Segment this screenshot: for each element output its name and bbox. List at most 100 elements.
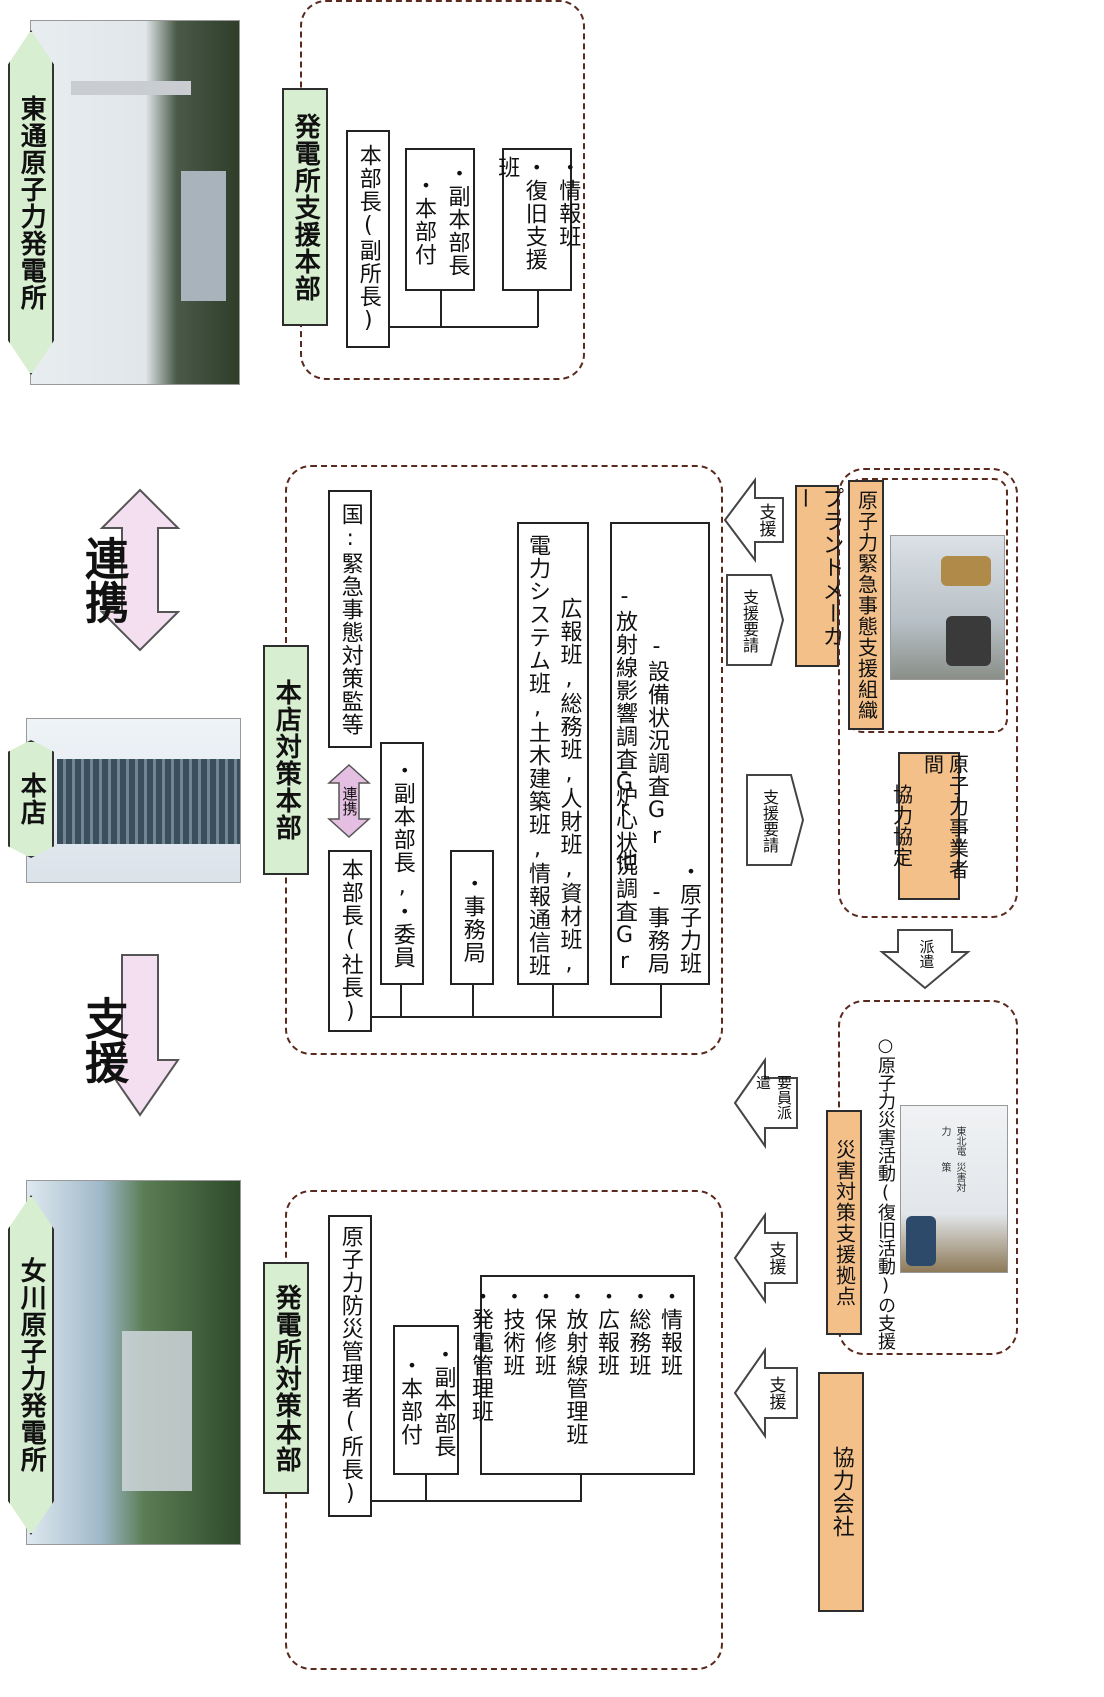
honten-office-text: ・事務局 xyxy=(458,872,486,964)
plant-teams-box: ・情報班 ・総務班 ・広報班 ・放射線管理班 ・保修班 ・技術班 ・発電管理班 xyxy=(480,1275,695,1475)
shien-1-label: 支援 xyxy=(750,492,782,548)
support-hq-team-1: ・情報班 xyxy=(554,156,582,248)
honten-line-v3 xyxy=(552,985,554,1017)
higashidori-label: 東通原子力発電所 xyxy=(8,30,54,375)
support-hq-deputy-2: ・本部付 xyxy=(410,174,438,266)
robot-2 xyxy=(946,616,991,666)
robot-1 xyxy=(941,556,991,586)
plant-head-box: 原子力防災管理者(所長) xyxy=(328,1215,372,1517)
tower xyxy=(71,81,191,95)
base-note: ○原子力災害活動(復旧活動)の支援 xyxy=(868,1005,902,1350)
shien-req-2-label: 支援要請 xyxy=(747,785,791,857)
shien-1-text: 支援 xyxy=(754,503,779,537)
support-hq-title-text: 発電所支援本部 xyxy=(289,113,322,302)
support-line-v2 xyxy=(537,291,539,327)
shien-big-label: 支援 xyxy=(72,980,132,1100)
honten-line-v2 xyxy=(472,985,474,1017)
honten-teams-line-2: 電力システム班,土木建築班,情報通信班 xyxy=(524,534,552,977)
shien-req-1-label: 支援要請 xyxy=(727,585,771,657)
honten-teams-box: 電力システム班,土木建築班,情報通信班 広報班,総務班,人財班,資材班, xyxy=(517,522,589,985)
plant-line-v2 xyxy=(580,1475,582,1501)
plant-team-2: ・総務班 xyxy=(624,1285,652,1377)
emergency-org-text: 原子力緊急事態支援組織 xyxy=(854,490,879,721)
plant-hq-title-text: 発電所対策本部 xyxy=(270,1284,303,1473)
honten-tower xyxy=(57,759,241,844)
onagawa-label-text: 女川原子力発電所 xyxy=(15,1257,48,1473)
onagawa-photo xyxy=(26,1180,241,1545)
nuclear-office: -事務局 xyxy=(643,880,671,975)
higashidori-label-text: 東通原子力発電所 xyxy=(15,95,48,311)
agreement-line-1: 原子力事業者間 xyxy=(920,754,970,898)
nuclear-equipment-gr: -設備状況調査Gr xyxy=(643,634,671,850)
agreement-box: 協力協定 原子力事業者間 xyxy=(898,752,960,900)
renkei-big-text: 連携 xyxy=(70,536,134,624)
honten-line-v4 xyxy=(660,985,662,1017)
honten-photo xyxy=(26,718,241,883)
tent-text-2: 災害対策 xyxy=(937,1162,967,1196)
onagawa-label: 女川原子力発電所 xyxy=(8,1195,54,1535)
people xyxy=(906,1216,936,1266)
shien-req-1-text: 支援要請 xyxy=(737,589,761,653)
honten-nuclear-box: ・原子力班 -事務局 -設備状況調査Gr -炉心状況調査Gr -放射線影響調査G… xyxy=(610,522,710,985)
yoin-haken-label: 要員派遣 xyxy=(752,1072,796,1136)
base-label: 災害対策支援拠点 xyxy=(826,1110,862,1335)
support-line-v1 xyxy=(440,291,442,327)
honten-head-text: 本部長(社長) xyxy=(336,858,364,1025)
plant-head-text: 原子力防災管理者(所長) xyxy=(336,1225,364,1507)
honten-deputy-text: ・副本部長,・委員 xyxy=(388,759,416,969)
plant-team-6: ・技術班 xyxy=(498,1285,526,1377)
tent-text-1: 東北電力 xyxy=(937,1126,967,1160)
plant-maker-text: プラントメーカー xyxy=(790,487,845,665)
honten-line-v1 xyxy=(400,985,402,1017)
plant-team-5: ・保修班 xyxy=(530,1285,558,1377)
robot-photo xyxy=(890,535,1005,680)
shien-3-text: 支援 xyxy=(764,1376,789,1410)
shien-req-2-text: 支援要請 xyxy=(757,789,781,853)
tent-photo: 東北電力 災害対策 xyxy=(900,1105,1008,1273)
onagawa-buildings xyxy=(122,1331,192,1491)
agreement-line-2: 協力協定 xyxy=(889,784,914,868)
plant-line-v1 xyxy=(425,1475,427,1501)
support-hq-head-text: 本部長(副所長) xyxy=(354,144,382,334)
honten-label-text: 本店 xyxy=(15,772,48,826)
honten-line-h xyxy=(372,1016,662,1018)
plant-team-3: ・広報班 xyxy=(593,1285,621,1377)
honten-gov-box: 国:緊急事態対策監等 xyxy=(328,490,372,748)
support-hq-deputy-1: ・副本部長 xyxy=(443,162,471,277)
haken-label: 派遣 xyxy=(915,932,939,976)
partner-text: 協力会社 xyxy=(827,1446,855,1538)
honten-deputy-box: ・副本部長,・委員 xyxy=(380,742,424,985)
shien-2-text: 支援 xyxy=(764,1241,789,1275)
plant-deputy-1: ・副本部長 xyxy=(429,1343,457,1458)
base-note-text: ○原子力災害活動(復旧活動)の支援 xyxy=(872,1035,898,1350)
honten-head-box: 本部長(社長) xyxy=(328,850,372,1032)
renkei-small-label: 連携 xyxy=(330,770,370,832)
plant-deputy-box: ・本部付 ・副本部長 xyxy=(393,1325,459,1475)
higashidori-photo xyxy=(30,20,240,385)
shien-3-label: 支援 xyxy=(760,1365,792,1421)
plant-hq-title: 発電所対策本部 xyxy=(263,1262,309,1494)
renkei-small-text: 連携 xyxy=(340,786,361,816)
support-hq-team-2: ・復旧支援班 xyxy=(493,156,548,289)
shien-2-label: 支援 xyxy=(760,1230,792,1286)
tent-text: 東北電力 災害対策 xyxy=(937,1126,967,1196)
support-line-h xyxy=(390,326,538,328)
plant-team-1: ・情報班 xyxy=(656,1285,684,1377)
haken-text: 派遣 xyxy=(917,939,938,969)
partner-box: 協力会社 xyxy=(818,1372,864,1612)
nuclear-team: ・原子力班 xyxy=(675,860,703,975)
support-hq-head: 本部長(副所長) xyxy=(346,130,390,348)
base-text: 災害対策支援拠点 xyxy=(832,1139,857,1307)
honten-teams-line-1: 広報班,総務班,人財班,資材班, xyxy=(555,597,583,977)
yoin-haken-text: 要員派遣 xyxy=(753,1075,795,1133)
support-hq-title: 発電所支援本部 xyxy=(282,88,328,326)
honten-hq-title: 本店対策本部 xyxy=(263,645,309,875)
nuclear-radiation-gr: -放射線影響調査Gr 他 xyxy=(611,584,639,872)
reactor-building xyxy=(181,171,226,301)
honten-hq-title-text: 本店対策本部 xyxy=(270,679,303,841)
support-hq-teams: ・復旧支援班 ・情報班 xyxy=(502,148,572,291)
honten-gov-text: 国:緊急事態対策監等 xyxy=(336,503,364,736)
emergency-org-label: 原子力緊急事態支援組織 xyxy=(848,480,884,730)
plant-team-4: ・放射線管理班 xyxy=(561,1285,589,1446)
honten-label: 本店 xyxy=(8,740,54,858)
